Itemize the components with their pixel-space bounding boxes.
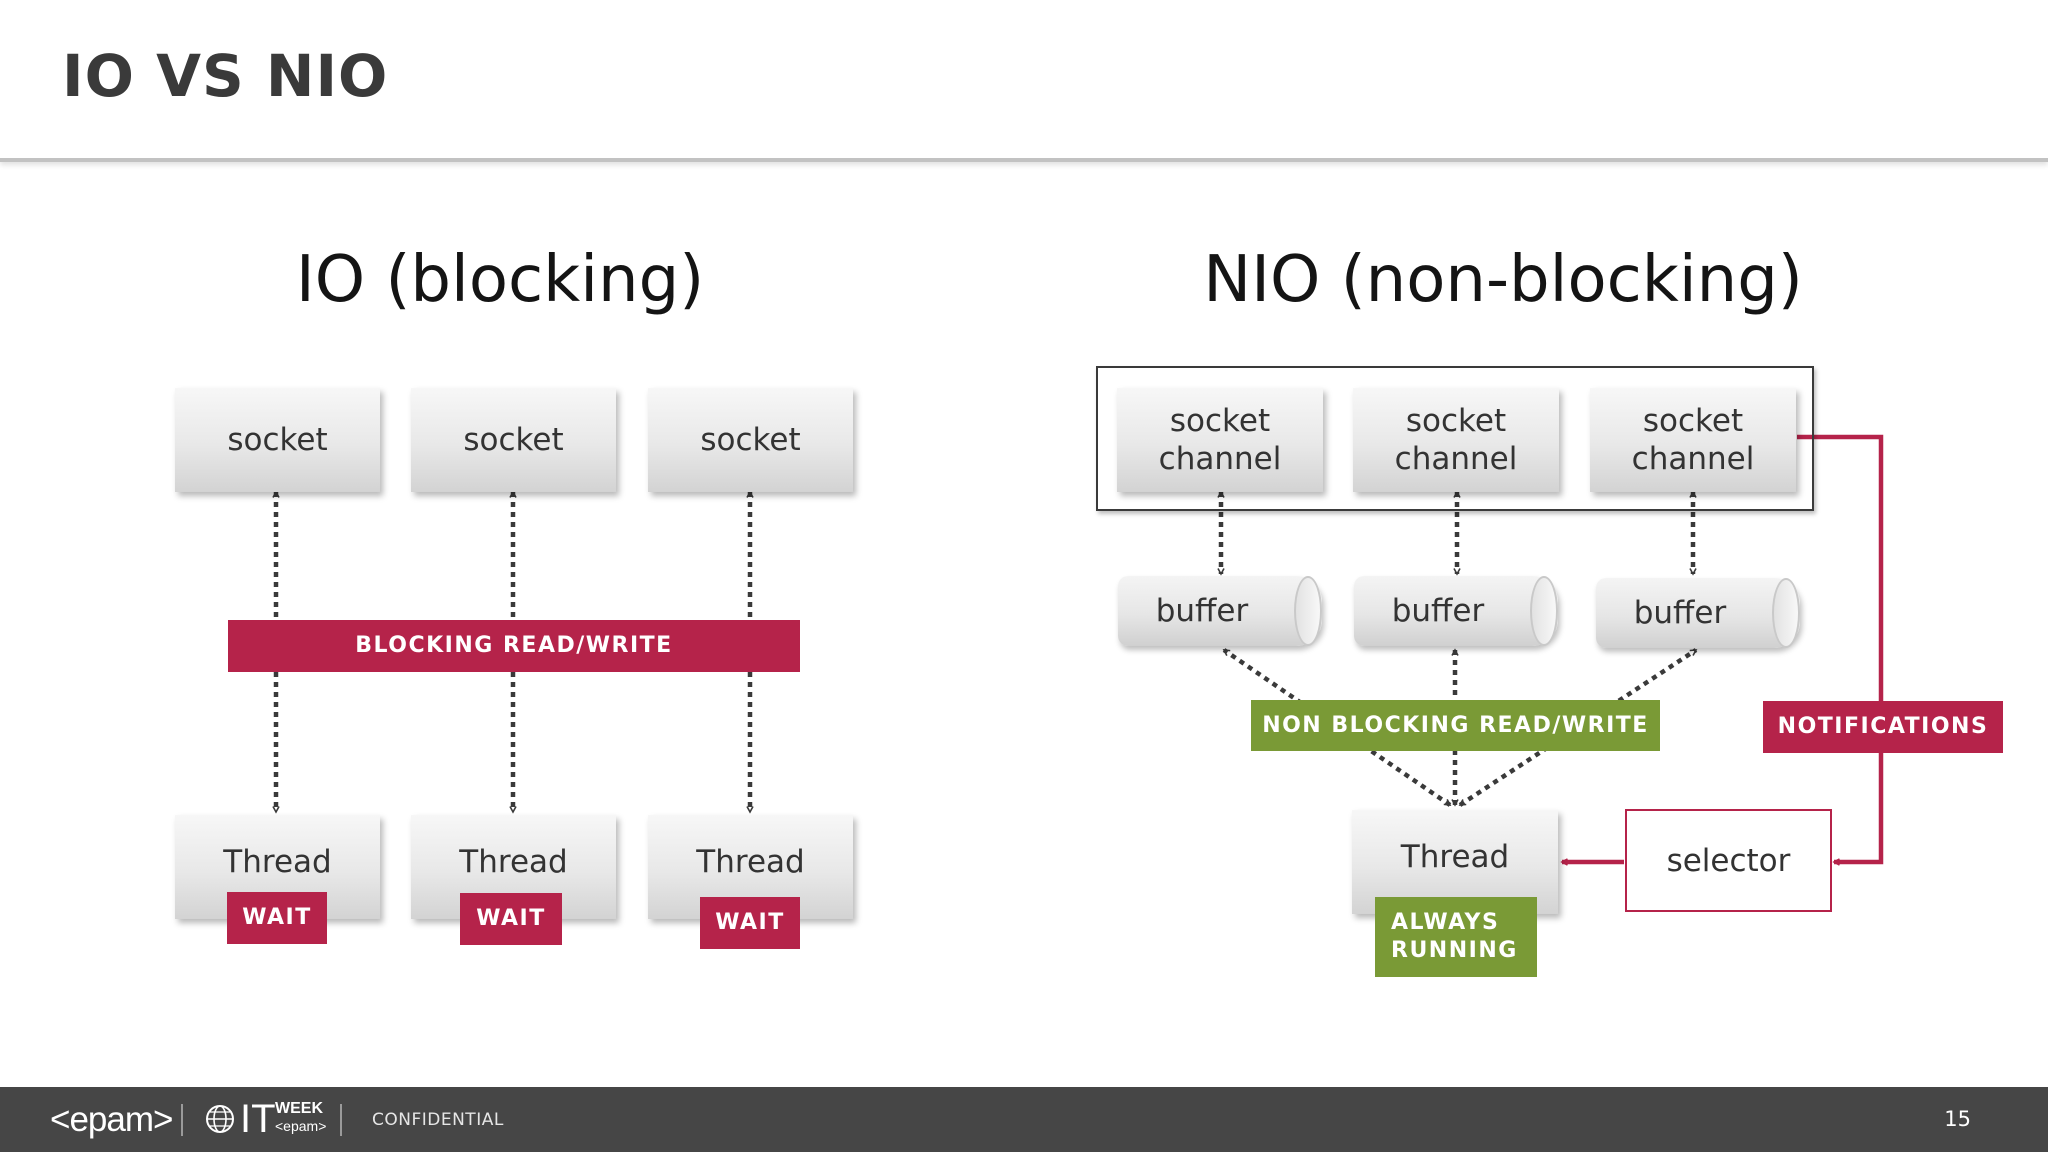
nio-buffer-2-label: buffer	[1391, 593, 1485, 629]
io-section-title: IO (blocking)	[295, 243, 705, 317]
footer-separator	[340, 1104, 342, 1136]
blocking-read-write-label: BLOCKING READ/WRITE	[228, 620, 800, 672]
selector-label: selector	[1666, 842, 1791, 879]
io-socket-3: socket	[648, 388, 853, 492]
notifications-line	[1797, 434, 1884, 862]
nio-buffer-1: buffer	[1118, 576, 1322, 646]
it-week-logo-it: IT	[240, 1097, 276, 1141]
page-number: 15	[1944, 1107, 1971, 1131]
notifications-label: NOTIFICATIONS	[1763, 701, 2003, 753]
io-socket-1: socket	[175, 388, 380, 492]
socket-channels-group-frame	[1096, 366, 1814, 511]
nio-buffer-2: buffer	[1354, 576, 1558, 646]
selector-box: selector	[1625, 809, 1832, 912]
nio-thread: Thread	[1352, 810, 1558, 914]
slide-header: IO VS NIO	[0, 0, 2048, 162]
globe-icon	[206, 1105, 234, 1133]
io-socket-2: socket	[411, 388, 616, 492]
slide-footer: <epam> IT WEEK <epam> CONFIDENTIAL 15	[0, 1087, 2048, 1152]
buffer-cap	[1294, 576, 1322, 646]
io-socket-2-label: socket	[463, 422, 564, 458]
nio-section-title: NIO (non-blocking)	[1203, 243, 1803, 317]
io-wait-badge-1: WAIT	[227, 892, 327, 944]
io-wait-badge-3: WAIT	[700, 897, 800, 949]
buffer-cap	[1530, 576, 1558, 646]
buffer-cap	[1772, 578, 1800, 648]
io-socket-3-label: socket	[700, 422, 801, 458]
footer-separator	[181, 1104, 183, 1136]
it-week-logo-epam: <epam>	[275, 1118, 327, 1134]
nio-buffer-3: buffer	[1596, 578, 1800, 648]
it-week-logo-week: WEEK	[275, 1100, 323, 1117]
io-wait-badge-2: WAIT	[460, 893, 562, 945]
io-thread-3-label: Thread	[696, 844, 805, 880]
io-thread-1-label: Thread	[223, 844, 332, 880]
epam-logo: <epam>	[50, 1100, 173, 1139]
non-blocking-read-write-label: NON BLOCKING READ/WRITE	[1251, 700, 1660, 751]
slide-title: IO VS NIO	[62, 42, 389, 110]
nio-buffer-1-label: buffer	[1155, 593, 1249, 629]
io-thread-2-label: Thread	[459, 844, 568, 880]
io-socket-1-label: socket	[227, 422, 328, 458]
confidential-label: CONFIDENTIAL	[372, 1110, 504, 1130]
nio-buffer-3-label: buffer	[1633, 595, 1727, 631]
nio-thread-label: Thread	[1400, 839, 1510, 875]
